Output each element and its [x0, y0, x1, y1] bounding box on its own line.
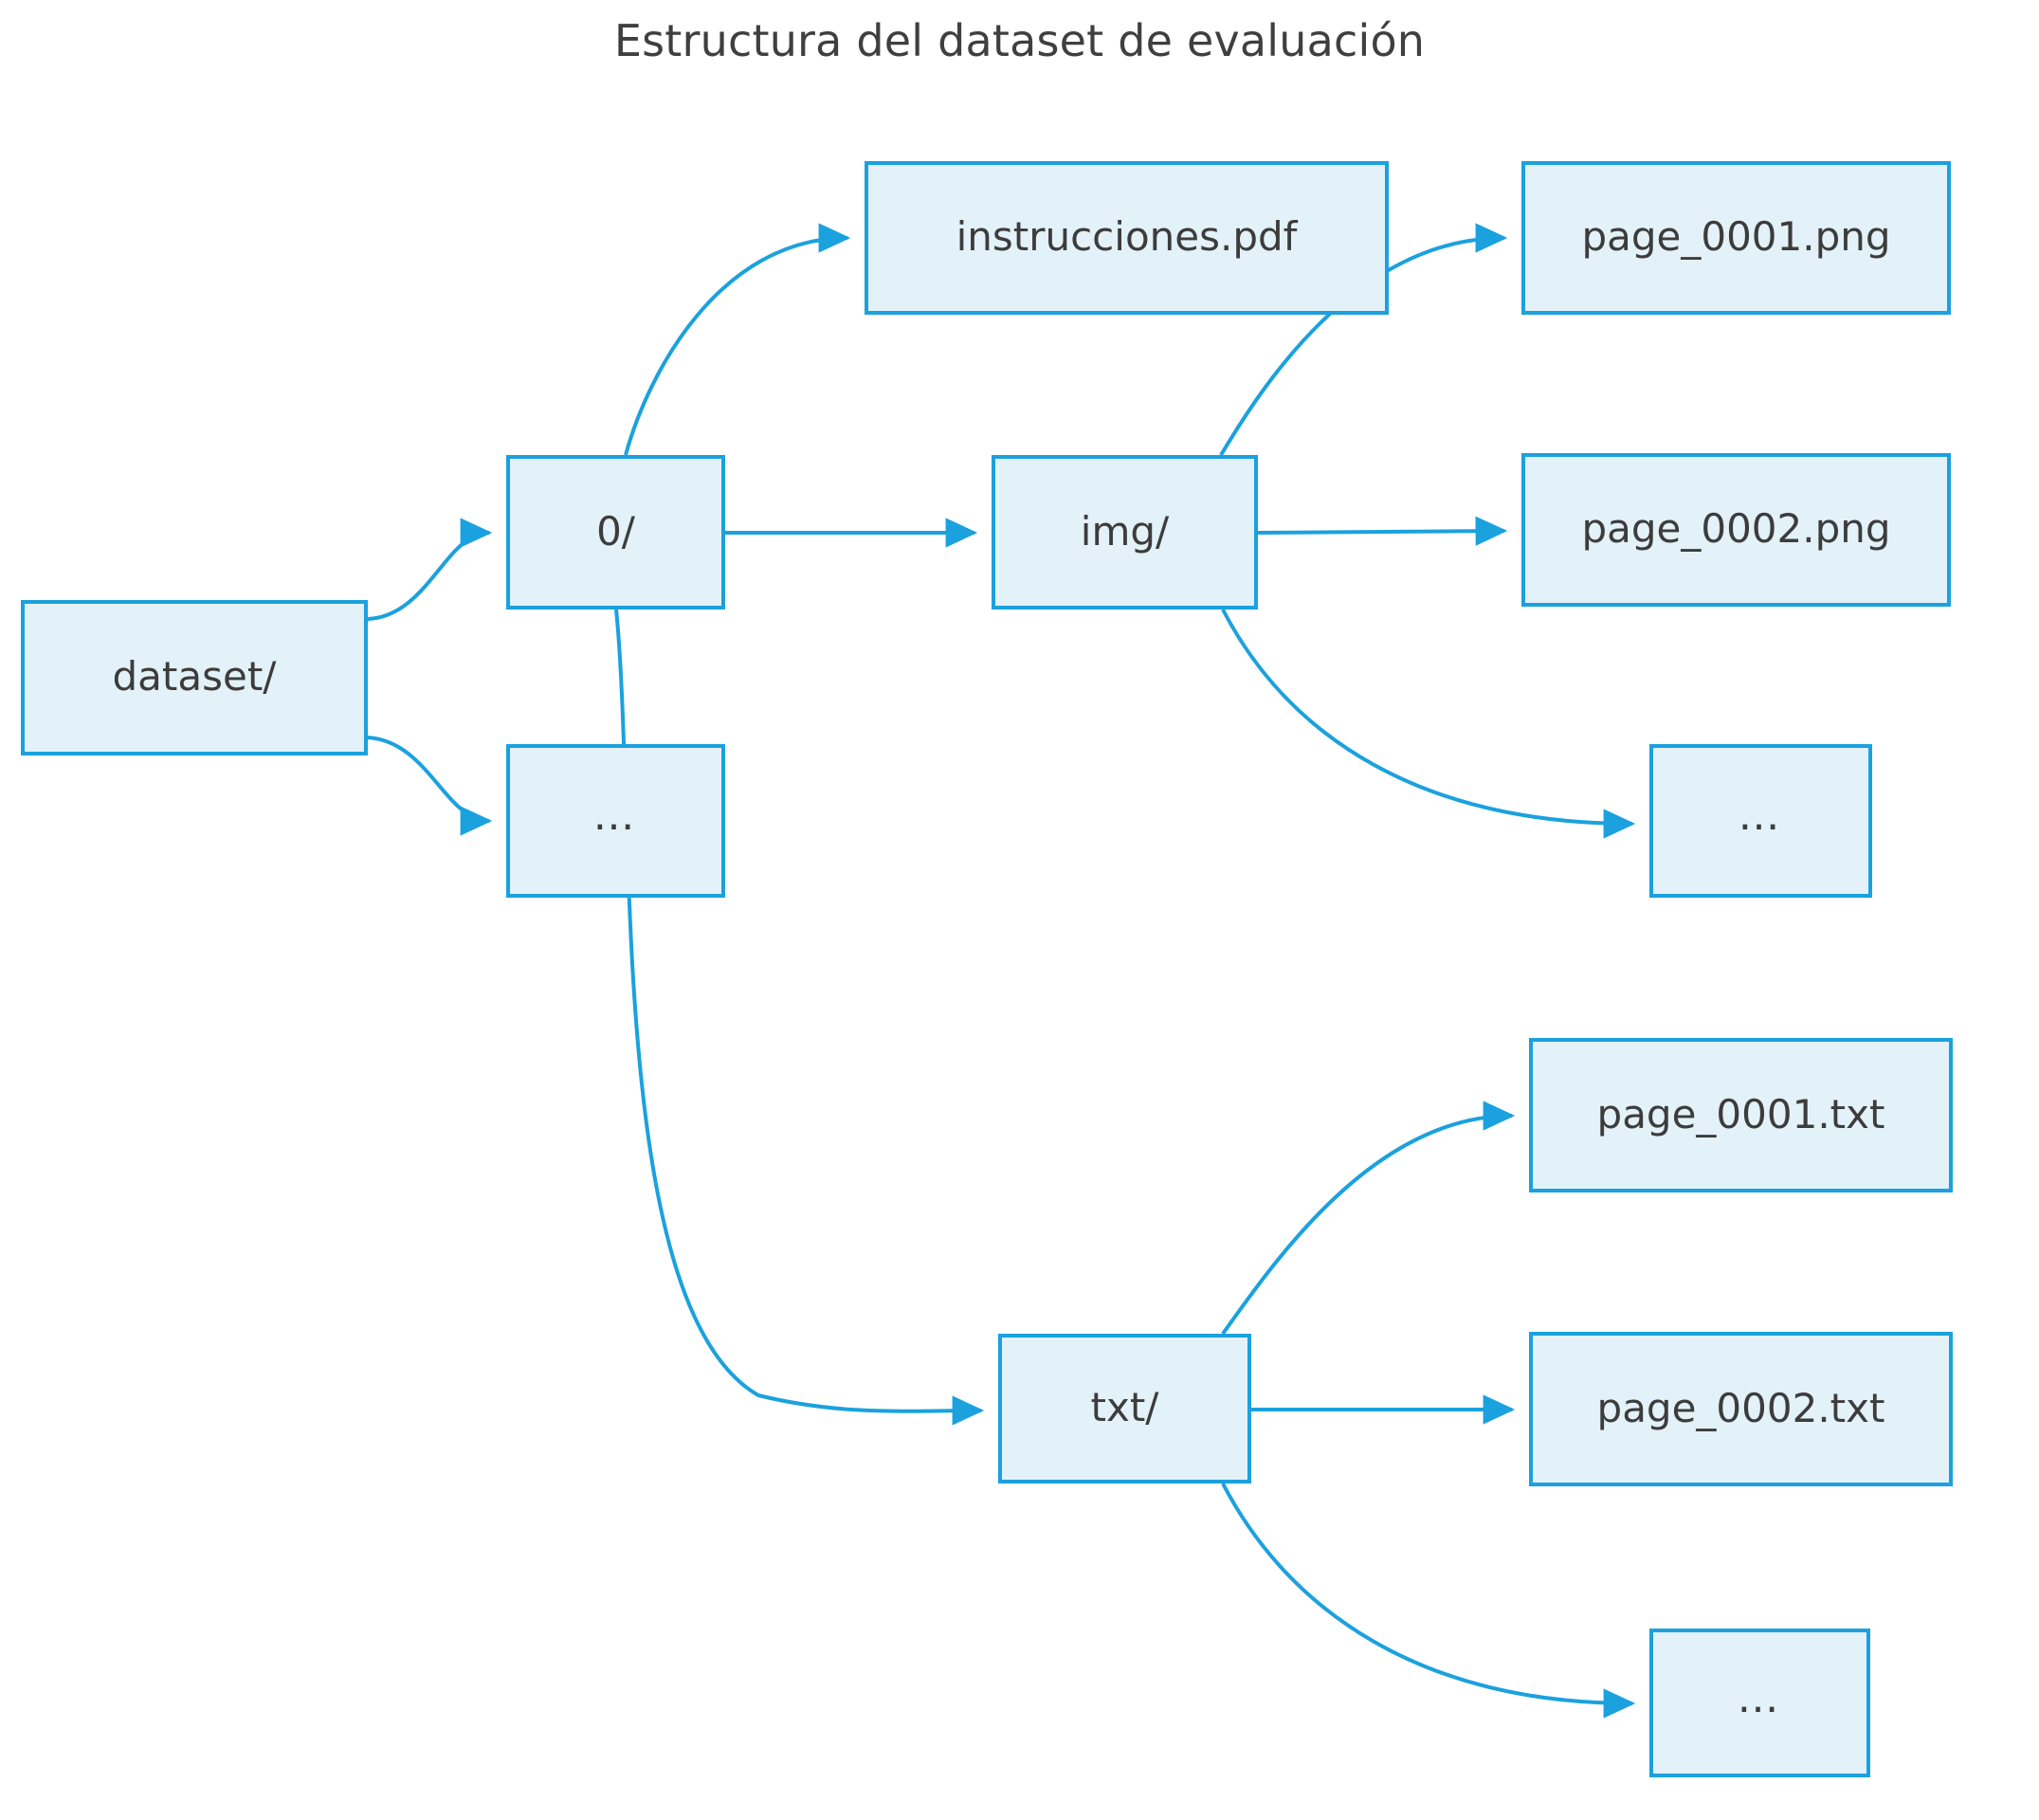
node-page-0002-txt[interactable]: page_0002.txt	[1529, 1332, 1953, 1486]
node-txt[interactable]: txt/	[998, 1334, 1251, 1483]
page-title: Estructura del dataset de evaluación	[613, 15, 1426, 66]
node-label: page_0001.png	[1581, 213, 1891, 260]
node-label: page_0002.png	[1581, 505, 1891, 552]
node-label: img/	[1080, 507, 1170, 555]
edge-txt-to-txt1	[1221, 1101, 1516, 1336]
node-more-txt[interactable]: …	[1649, 1629, 1870, 1777]
edge-img-to-more-png	[1221, 609, 1636, 839]
node-dataset[interactable]: dataset/	[21, 600, 368, 755]
node-label: 0/	[596, 507, 635, 555]
node-page-0001-txt[interactable]: page_0001.txt	[1529, 1038, 1953, 1192]
edge-zero-to-txt	[614, 609, 985, 1426]
node-label: …	[1737, 1673, 1783, 1722]
node-more-png[interactable]: …	[1649, 744, 1872, 898]
edge-txt-to-more-txt	[1221, 1483, 1636, 1719]
node-label: txt/	[1090, 1384, 1159, 1430]
node-label: instrucciones.pdf	[956, 213, 1298, 260]
node-more-root[interactable]: …	[506, 744, 725, 898]
edge-zero-to-instrucciones	[624, 223, 851, 456]
node-page-0001-png[interactable]: page_0001.png	[1521, 161, 1951, 315]
edge-dataset-to-zero	[367, 518, 493, 621]
edge-img-to-png2	[1257, 516, 1508, 546]
node-zero[interactable]: 0/	[506, 455, 725, 610]
node-label: page_0002.txt	[1596, 1384, 1885, 1431]
node-label: …	[592, 792, 639, 840]
node-label: dataset/	[112, 653, 277, 700]
node-page-0002-png[interactable]: page_0002.png	[1521, 453, 1951, 607]
edge-dataset-to-more-root	[367, 736, 493, 836]
node-img[interactable]: img/	[992, 455, 1258, 610]
node-label: page_0001.txt	[1596, 1090, 1885, 1138]
edge-img-to-png1	[1219, 223, 1508, 457]
node-label: …	[1738, 792, 1784, 840]
node-instrucciones-pdf[interactable]: instrucciones.pdf	[865, 161, 1389, 315]
